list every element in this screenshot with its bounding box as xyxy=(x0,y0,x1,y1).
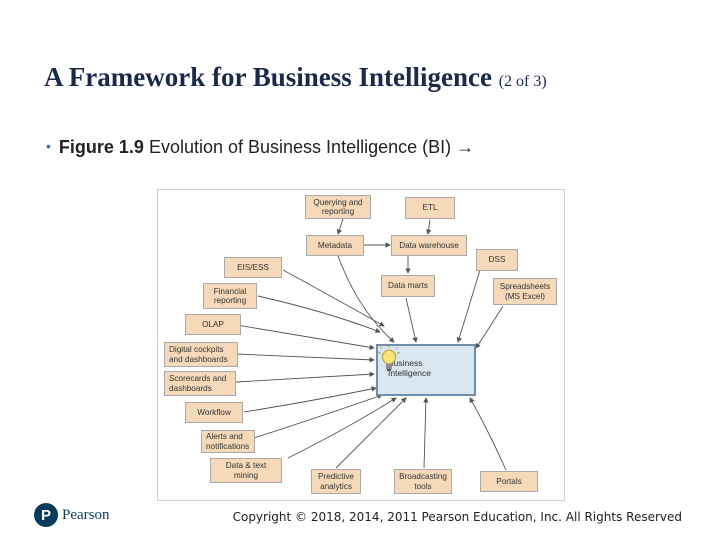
arrow-eis-center xyxy=(282,269,385,327)
arrow-marts-center xyxy=(405,297,418,343)
box-portals: Portals xyxy=(480,471,538,492)
arrow-metadata-center xyxy=(337,255,395,343)
arrow-layer xyxy=(230,218,507,471)
figure-caption: • Figure 1.9 Evolution of Business Intell… xyxy=(46,137,474,158)
box-dss: DSS xyxy=(476,249,518,271)
arrow-spreadsheets-center xyxy=(475,305,504,349)
arrow-scorecards-center xyxy=(235,371,375,383)
box-workflow: Workflow xyxy=(185,402,243,423)
box-data-marts: Data marts xyxy=(381,275,435,297)
pearson-logo-mark: P xyxy=(34,503,58,527)
caption-bold: Figure 1.9 xyxy=(58,137,144,157)
arrow-etl-warehouse xyxy=(425,219,432,235)
title-main: A Framework for Business Intelligence xyxy=(44,62,492,92)
box-metadata: Metadata xyxy=(306,235,364,256)
lightbulb-icon xyxy=(378,346,400,371)
arrow-dss-center xyxy=(456,269,481,343)
pearson-logo-text: Pearson xyxy=(62,506,110,523)
arrow-workflow-center xyxy=(243,386,377,413)
title-suffix: (2 of 3) xyxy=(498,73,547,90)
pearson-logo: P Pearson xyxy=(34,503,110,527)
arrow-alerts-center xyxy=(253,393,383,439)
arrow-portals-center xyxy=(469,397,507,471)
box-olap: OLAP xyxy=(185,314,241,335)
slide-title: A Framework for Business Intelligence (2… xyxy=(44,62,547,93)
bullet-icon: • xyxy=(46,138,51,154)
arrow-olap-center xyxy=(230,323,375,350)
box-eis-ess: EIS/ESS xyxy=(224,257,282,278)
box-data-warehouse: Data warehouse xyxy=(391,235,467,256)
arrow-financial-center xyxy=(257,295,381,333)
copyright-notice: Copyright © 2018, 2014, 2011 Pearson Edu… xyxy=(232,510,682,524)
caption-text: Evolution of Business Intelligence (BI) … xyxy=(148,137,475,157)
box-etl: ETL xyxy=(405,197,455,219)
box-spreadsheets: Spreadsheets(MS Excel) xyxy=(493,278,557,305)
arrow-predictive-center xyxy=(335,397,407,469)
arrow-cockpits-center xyxy=(235,353,375,363)
arrow-broadcasting-center xyxy=(423,397,429,469)
arrow-querying-metadata xyxy=(336,218,344,235)
arrow-mining-center xyxy=(287,397,397,459)
